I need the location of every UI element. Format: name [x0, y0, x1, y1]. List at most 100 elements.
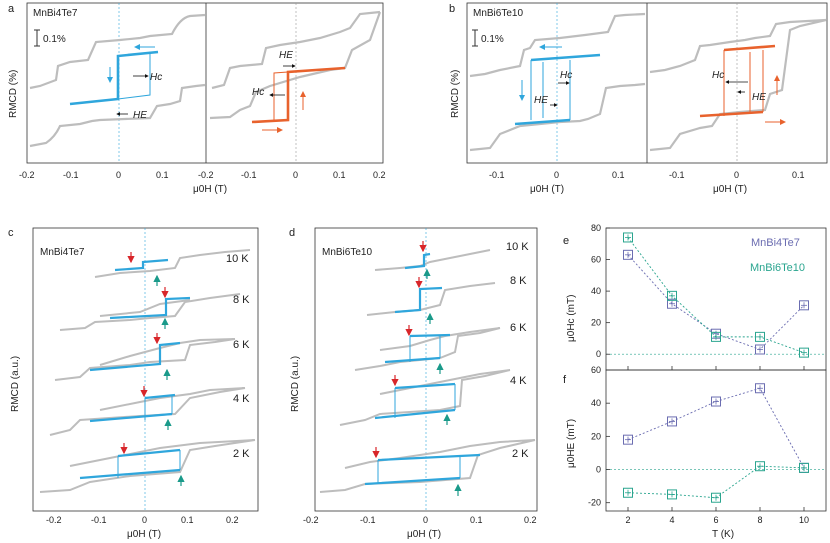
plot-frame: [605, 369, 827, 512]
panel-a-xlabel: μ0H (T): [193, 184, 227, 195]
xtick: 0: [293, 170, 298, 180]
panel-label-d: d: [289, 227, 295, 239]
xtick: -0.1: [489, 170, 505, 180]
c-4k-blue: [89, 393, 176, 423]
data-point: [755, 331, 765, 342]
x-tick-label: 2: [625, 515, 630, 525]
data-point: [711, 396, 721, 407]
data-point: [667, 489, 677, 500]
c-2k-blue-v: [117, 450, 181, 478]
panel-a-left-gray-loop: [29, 13, 206, 148]
panel-c-ylabel: RMCD (a.u.): [10, 356, 21, 412]
c-6k-blue: [89, 341, 181, 372]
y-tick-label: 40: [591, 286, 601, 296]
panel-a-xticks-left: -0.2 -0.1 0 0.1: [19, 170, 169, 180]
panel-b-xticks-left: -0.1 0 0.1: [489, 170, 625, 180]
y-tick-label: 80: [591, 223, 601, 233]
xtick: 0.1: [612, 170, 625, 180]
panel-c: c MnBi4Te7 RMCD (a.u.): [8, 227, 259, 540]
d-6k-blue: [384, 333, 451, 364]
data-point: [799, 347, 809, 358]
d-2k-gray: [319, 439, 536, 493]
y-tick-label: 0: [596, 465, 601, 475]
temp-label: 4 K: [233, 393, 250, 405]
temp-label: 6 K: [510, 322, 527, 334]
c-8k-gray: [59, 293, 241, 331]
hc-label-b-right: Hc: [712, 70, 724, 81]
y-tick-label: 0: [596, 349, 601, 359]
panel-label-a: a: [8, 3, 15, 15]
temp-label: 2 K: [233, 448, 250, 460]
panel-d-temperatures: 10 K 8 K 6 K 4 K 2 K: [506, 241, 529, 460]
panel-b-right-gray-loop: [649, 18, 827, 152]
panel-a-xticks-right: -0.2 -0.1 0 0.1 0.2: [198, 170, 386, 180]
d-10k-gray: [374, 249, 491, 271]
panel-b: b MnBi6Te10 0.1% RMCD (%) Hc HE Hc HE -0…: [449, 2, 828, 195]
data-point: [667, 290, 677, 301]
xtick: 0.2: [226, 515, 239, 525]
panel-label-e: e: [563, 235, 569, 247]
panel-b-left-blue-verticals: [530, 60, 571, 120]
x-tick-label: 6: [713, 515, 718, 525]
panel-b-xticks-right: -0.1 0 0.1: [669, 170, 805, 180]
panel-f-ylabel: μ0HE (mT): [566, 419, 577, 468]
c-2k-blue: [79, 448, 181, 480]
xtick: 0.1: [792, 170, 805, 180]
panel-b-xlabel: μ0H (T): [530, 184, 564, 195]
panel-label-f: f: [563, 374, 567, 386]
panel-b-left-gray-loop: [469, 12, 646, 152]
he-label-a-right: HE: [279, 50, 293, 61]
xtick: -0.1: [241, 170, 257, 180]
panel-a-right-gray-loop: [209, 10, 382, 120]
xtick: 0.2: [524, 515, 537, 525]
panel-a-material: MnBi4Te7: [33, 8, 78, 19]
panel-b-right-orange-verticals: [723, 50, 764, 116]
panel-a-right-orange-loop: [251, 66, 346, 124]
xtick: -0.1: [91, 515, 107, 525]
panel-d-xticks: -0.2 -0.1 0 0.1 0.2: [303, 515, 537, 525]
c-4k-gray: [49, 387, 246, 436]
temp-label: 10 K: [226, 253, 249, 265]
he-label-b-left: HE: [534, 95, 548, 106]
data-point: [755, 383, 765, 394]
d-2k-blue-v: [377, 455, 461, 484]
c-6k-gray: [54, 338, 236, 381]
data-point: [755, 461, 765, 472]
panel-a-left-blue-loop: [69, 50, 159, 106]
data-point: [755, 344, 765, 355]
panel-d: d MnBi6Te10 RMCD (a.u.) 10 K: [289, 227, 538, 540]
panel-a-ylabel: RMCD (%): [8, 70, 19, 118]
data-point: [711, 331, 721, 342]
panel-c-temperatures: 10 K 8 K 6 K 4 K 2 K: [226, 253, 250, 460]
d-8k-blue: [394, 286, 443, 314]
temp-label: 4 K: [510, 375, 527, 387]
panel-b-ylabel: RMCD (%): [450, 70, 461, 118]
y-tick-label: -20: [588, 498, 601, 508]
legend-mnbi6te10: MnBi6Te10: [750, 262, 805, 274]
data-point: [667, 416, 677, 427]
d-4k-blue: [374, 382, 456, 420]
panel-a-frame: [26, 2, 384, 164]
d-6k-blue-v: [409, 335, 441, 362]
temp-label: 2 K: [512, 448, 529, 460]
series-line: [627, 387, 805, 469]
legend-mnbi4te7: MnBi4Te7: [751, 237, 800, 249]
panel-b-material: MnBi6Te10: [473, 8, 523, 19]
data-point: [799, 300, 809, 311]
data-point: [623, 249, 633, 260]
data-point: [799, 462, 809, 473]
he-label-a-left: HE: [133, 110, 147, 121]
y-tick-label: 60: [591, 365, 601, 375]
xtick: -0.1: [360, 515, 376, 525]
panel-b-left-blue-loop: [514, 53, 601, 126]
c-10k-blue: [114, 258, 169, 272]
he-label-b-right: HE: [752, 92, 766, 103]
xtick: -0.2: [303, 515, 319, 525]
scale-bar-a-label: 0.1%: [43, 34, 66, 45]
c-8k-blue: [109, 296, 191, 320]
data-point: [667, 298, 677, 309]
